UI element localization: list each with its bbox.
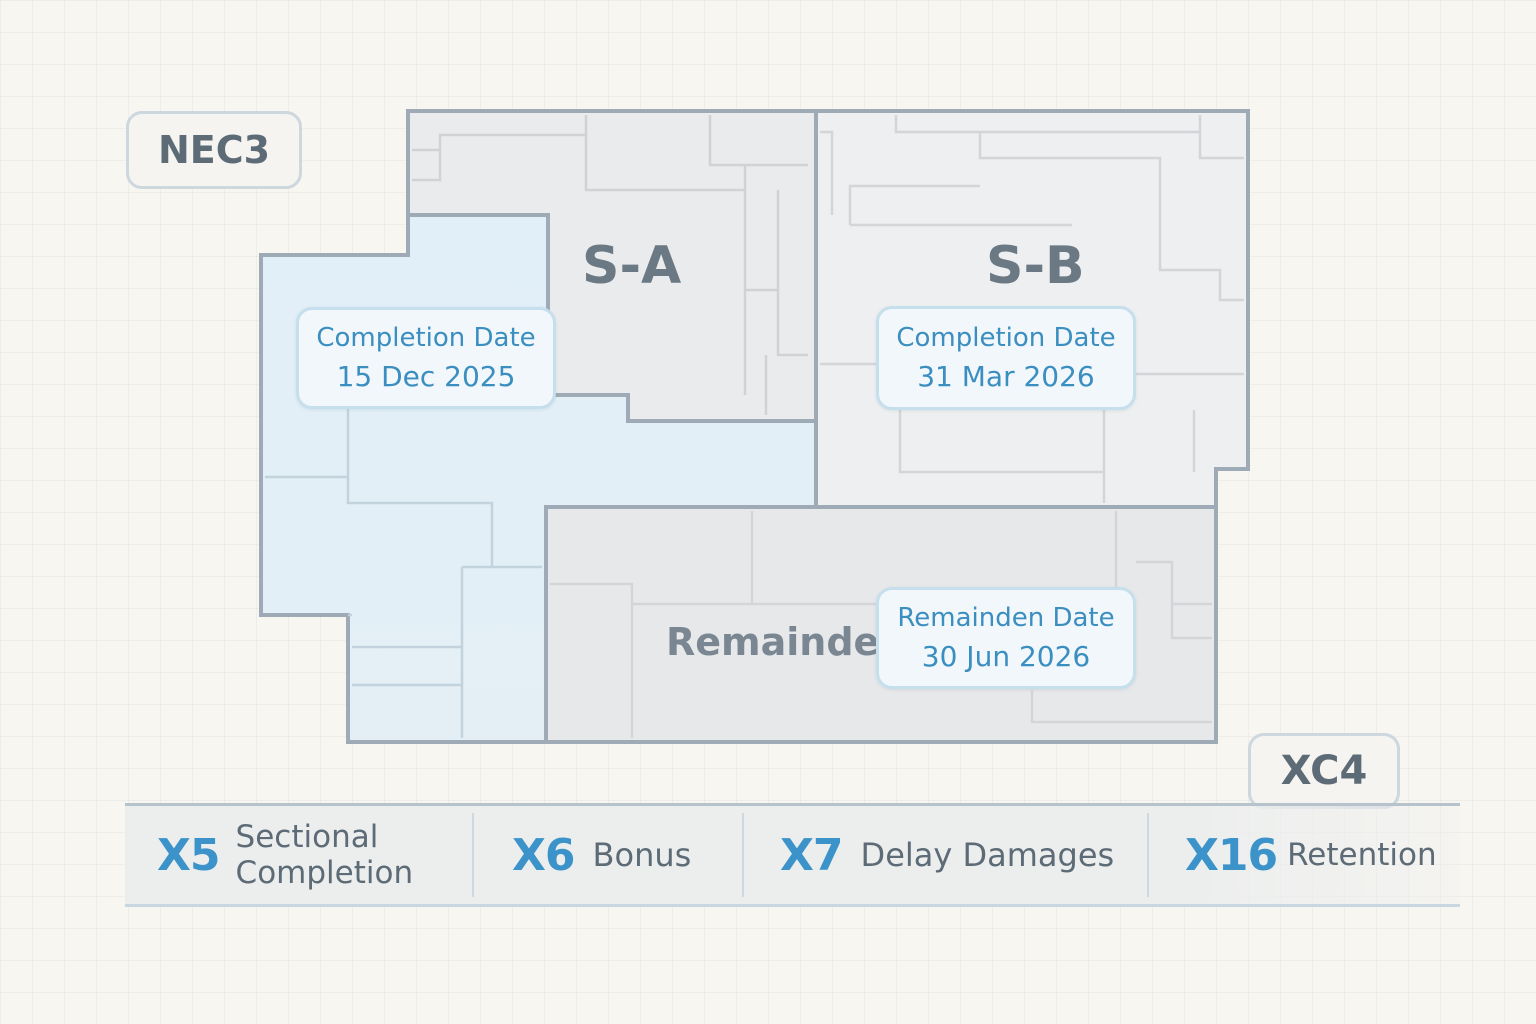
remainder-completion-card: Remainden Date 30 Jun 2026 xyxy=(876,587,1136,689)
remainder-label: Remainder xyxy=(666,620,899,664)
section-a-completion-date: 15 Dec 2025 xyxy=(336,360,516,393)
legend-code-x5: X5 xyxy=(157,829,221,881)
section-a-room-lines xyxy=(412,115,808,415)
section-b-completion-date: 31 Mar 2026 xyxy=(917,360,1095,393)
legend-text-x7: Delay Damages xyxy=(860,836,1115,874)
legend-code-x7: X7 xyxy=(780,829,844,881)
blue-area-room-lines xyxy=(265,409,542,738)
legend-item-x16: X16 Retention xyxy=(1147,813,1447,897)
legend-item-x6: X6 Bonus xyxy=(472,813,742,897)
remainder-completion-date: 30 Jun 2026 xyxy=(921,640,1091,673)
section-a-card-title: Completion Date xyxy=(316,323,536,353)
remainder-card-title: Remainden Date xyxy=(897,603,1115,633)
section-b-completion-card: Completion Date 31 Mar 2026 xyxy=(876,306,1136,410)
section-b-card-title: Completion Date xyxy=(896,323,1116,353)
xc4-badge: XC4 xyxy=(1248,733,1400,809)
legend-text-x5: Sectional Completion xyxy=(235,819,414,891)
nec3-contract-badge: NEC3 xyxy=(126,111,302,189)
secondary-option-legend: X5 Sectional Completion X6 Bonus X7 Dela… xyxy=(125,803,1460,907)
legend-code-x16: X16 xyxy=(1185,829,1278,881)
legend-text-x6: Bonus xyxy=(592,836,692,874)
section-b-room-lines xyxy=(820,115,1244,503)
legend-code-x6: X6 xyxy=(512,829,576,881)
legend-item-x7: X7 Delay Damages xyxy=(742,813,1147,897)
legend-item-x5: X5 Sectional Completion xyxy=(125,813,472,897)
section-b-label: S-B xyxy=(986,236,1085,296)
section-a-label: S-A xyxy=(582,236,682,296)
legend-text-x16: Retention xyxy=(1287,837,1437,873)
section-a-completion-card: Completion Date 15 Dec 2025 xyxy=(296,307,556,409)
